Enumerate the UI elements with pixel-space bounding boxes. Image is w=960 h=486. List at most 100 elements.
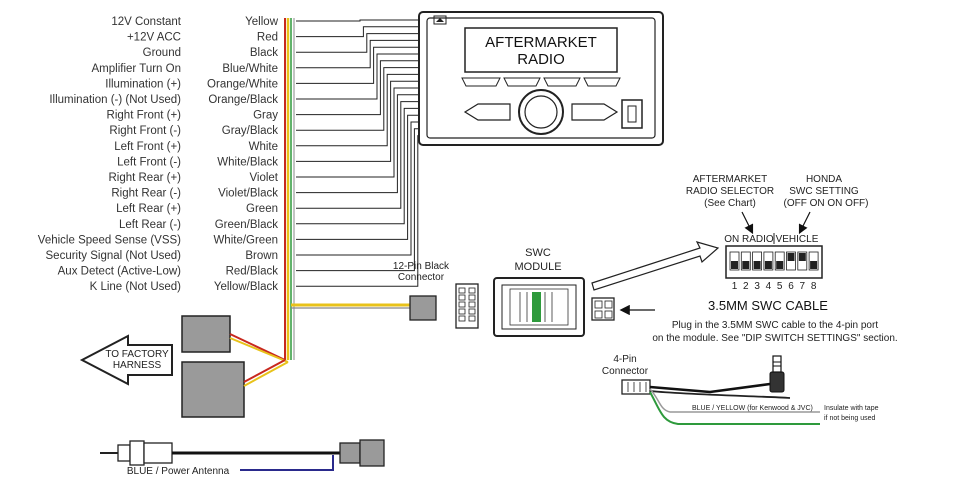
wire-color-label: Yellow/Black	[214, 281, 278, 293]
dip-switch-knob	[731, 261, 738, 269]
antenna-adapter: BLUE / Power Antenna	[100, 439, 385, 477]
wire-lead	[296, 80, 419, 162]
radio-label-line1: AFTERMARKET	[485, 34, 597, 51]
connector-12pin-line2: Connector	[398, 272, 445, 283]
wire-color-label: Green	[246, 203, 278, 215]
dip-switch-number: 8	[811, 281, 817, 292]
blue-yellow-label: BLUE / YELLOW (for Kenwood & JVC)	[692, 405, 813, 412]
wire-bundle	[284, 18, 295, 360]
wire-function-label: Ground	[143, 47, 181, 59]
4-pin-port	[591, 297, 655, 321]
wire-function-label: Illumination (-) (Not Used)	[49, 94, 181, 106]
radio-label-line2: RADIO	[517, 51, 565, 68]
dip-switch-knob	[764, 261, 772, 269]
wire-color-label: Gray	[253, 110, 278, 122]
wire-color-label: Violet/Black	[218, 188, 278, 200]
wire-function-label: Right Rear (-)	[111, 188, 181, 200]
connector-4pin-line2: Connector	[602, 366, 649, 377]
dip-switch-knob	[798, 253, 806, 261]
selector-line2: RADIO SELECTOR	[686, 186, 774, 197]
module-to-dip-arrow	[591, 241, 720, 291]
wire-color-label: White	[249, 141, 278, 153]
wire-color-label: Gray/Black	[222, 125, 278, 137]
aftermarket-radio: AFTERMARKET RADIO	[418, 11, 664, 146]
wire-lead	[296, 39, 419, 69]
wire-function-label: Security Signal (Not Used)	[46, 250, 182, 262]
wire-color-label: White/Green	[213, 234, 278, 246]
dip-switch-knob	[753, 261, 761, 269]
swc-module: SWC MODULE	[493, 247, 585, 337]
bundle-to-connector	[291, 303, 410, 309]
dip-switch-knob	[810, 261, 818, 269]
wire-lead	[296, 33, 419, 53]
wire-color-labels: YellowRedBlackBlue/WhiteOrange/WhiteOran…	[207, 16, 279, 293]
wire-function-label: K Line (Not Used)	[90, 281, 182, 293]
wire-color-label: Brown	[245, 250, 278, 262]
dip-switch-number: 1	[732, 281, 738, 292]
dip-switch-knob	[776, 261, 784, 269]
wire-color-label: Green/Black	[215, 219, 279, 231]
connector-12pin-line1: 12-Pin Black	[393, 261, 450, 272]
wire-function-label: Right Front (-)	[109, 125, 181, 137]
dip-switch-knob	[787, 253, 795, 261]
dip-on-radio-label: ON RADIO	[724, 234, 774, 245]
wire-function-label: Left Front (+)	[114, 141, 181, 153]
wire-color-label: Yellow	[245, 16, 279, 28]
insulate-line1: Insulate with tape	[824, 405, 879, 412]
wire-function-label: +12V ACC	[127, 32, 181, 44]
wire-lead	[296, 53, 419, 100]
honda-line1: HONDA	[806, 174, 842, 185]
factory-harness-line2: HARNESS	[113, 360, 162, 371]
wire-lead	[296, 46, 419, 84]
wire-lead	[296, 101, 419, 209]
wire-color-label: Orange/Black	[208, 94, 278, 106]
wire-lead	[296, 60, 419, 116]
wire-lead	[296, 128, 419, 272]
antenna-label: BLUE / Power Antenna	[127, 466, 230, 477]
dip-selector-labels: AFTERMARKET RADIO SELECTOR (See Chart) H…	[686, 174, 869, 235]
wire-function-label: Right Rear (+)	[108, 172, 181, 184]
wire-function-label: Left Rear (+)	[116, 203, 181, 215]
dip-vehicle-label: VEHICLE	[776, 234, 819, 245]
cable-note-line2: on the module. See "DIP SWITCH SETTINGS"…	[652, 333, 897, 344]
wire-color-label: Violet	[249, 172, 278, 184]
wire-lead	[296, 87, 419, 178]
wire-lead	[296, 114, 419, 240]
wire-color-label: Orange/White	[207, 78, 278, 90]
wire-function-label: Left Rear (-)	[119, 219, 181, 231]
cable-note-line1: Plug in the 3.5MM SWC cable to the 4-pin…	[672, 320, 878, 331]
wire-leads-to-radio	[296, 19, 419, 287]
wire-function-label: Amplifier Turn On	[92, 63, 181, 75]
factory-harness-line1: TO FACTORY	[105, 349, 169, 360]
wire-lead	[296, 94, 419, 194]
cable-title: 3.5MM SWC CABLE	[708, 298, 828, 313]
dip-switch-number: 5	[777, 281, 783, 292]
swc-module-line1: SWC	[525, 247, 551, 259]
dip-switch-number: 4	[766, 281, 772, 292]
wire-function-label: Aux Detect (Active-Low)	[58, 266, 182, 278]
honda-line3: (OFF ON ON OFF)	[784, 198, 869, 209]
wire-color-label: Red/Black	[226, 266, 279, 278]
wire-lead	[296, 67, 419, 131]
wire-function-label: 12V Constant	[111, 16, 181, 28]
wire-function-label: Left Front (-)	[117, 156, 181, 168]
wire-color-label: Black	[250, 47, 278, 59]
insulate-line2: if not being used	[824, 415, 875, 422]
selector-line1: AFTERMARKET	[693, 174, 767, 185]
wire-function-label: Right Front (+)	[107, 110, 182, 122]
dip-switch-number: 2	[743, 281, 749, 292]
swc-module-line2: MODULE	[514, 261, 561, 273]
12-pin-connector: 12-Pin Black Connector	[393, 261, 479, 329]
wire-function-label: Vehicle Speed Sense (VSS)	[38, 234, 181, 246]
dip-switch-number: 6	[788, 281, 794, 292]
to-factory-harness-arrow: TO FACTORY HARNESS	[79, 334, 173, 386]
factory-harness-connectors	[181, 315, 289, 418]
wire-lead	[296, 26, 419, 38]
wire-lead	[296, 121, 419, 256]
connector-4pin-line1: 4-Pin	[613, 354, 636, 365]
dip-switch-number: 7	[800, 281, 806, 292]
dip-switch-knob	[742, 261, 750, 269]
